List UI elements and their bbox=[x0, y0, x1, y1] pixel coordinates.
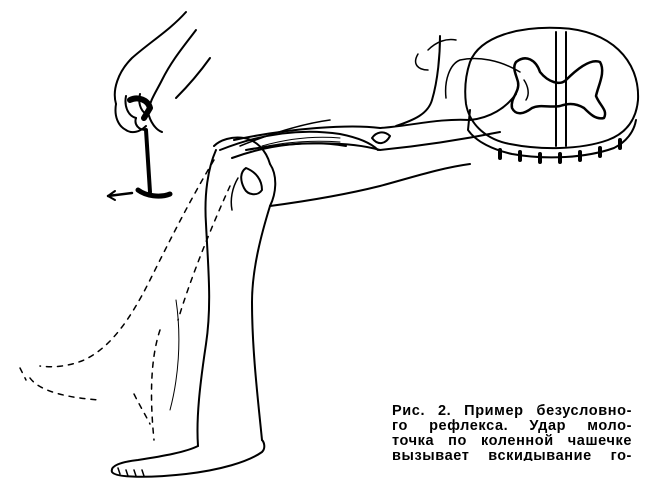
figure-caption: Рис. 2. Пример безусловно- го рефлекса. … bbox=[392, 404, 632, 461]
caption-line: го рефлекса. Удар моло- bbox=[392, 419, 632, 434]
nerve-pathways bbox=[234, 36, 520, 150]
hand-with-hammer bbox=[115, 12, 210, 132]
reflex-hammer bbox=[108, 98, 170, 200]
caption-line: точка по коленной чашечке bbox=[392, 434, 632, 449]
spinal-cord-section bbox=[465, 28, 638, 162]
caption-line: вызывает вскидывание го- bbox=[392, 449, 632, 461]
caption-line: Рис. 2. Пример безусловно- bbox=[392, 404, 632, 419]
